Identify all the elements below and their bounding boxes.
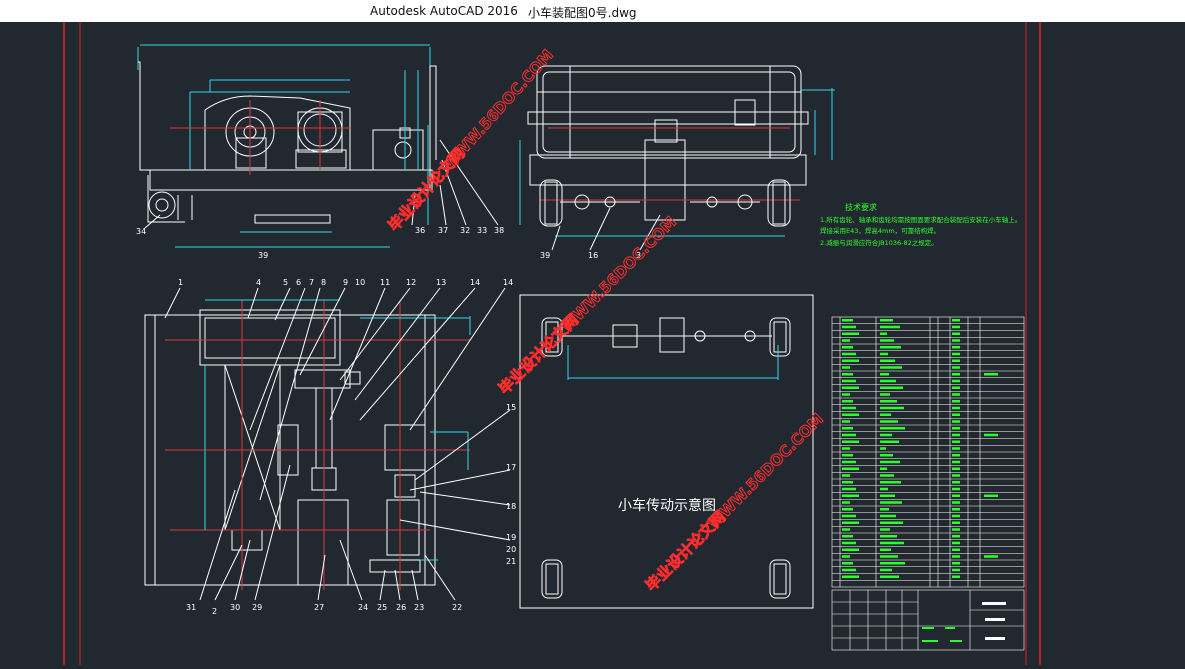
svg-text:14: 14 xyxy=(470,278,480,287)
svg-text:26: 26 xyxy=(396,603,406,612)
svg-text:5: 5 xyxy=(283,278,288,287)
plan-view xyxy=(144,287,511,601)
file-name: 小车装配图0号.dwg xyxy=(528,6,637,20)
svg-text:1.所有齿轮、轴承和齿轮均需按图面要求配合装配后安装在小车轴: 1.所有齿轮、轴承和齿轮均需按图面要求配合装配后安装在小车轴上。 xyxy=(820,215,1021,224)
svg-text:技术要求: 技术要求 xyxy=(845,202,877,212)
drawing-canvas[interactable]: 34 39 36 37 32 33 38 xyxy=(0,22,1185,665)
svg-text:17: 17 xyxy=(506,463,516,472)
title-block xyxy=(831,589,1025,651)
drawing-frame xyxy=(63,22,1041,665)
svg-text:29: 29 xyxy=(252,603,262,612)
svg-text:21: 21 xyxy=(506,557,516,566)
schematic-title: 小车传动示意图 xyxy=(618,497,716,514)
svg-text:9: 9 xyxy=(343,278,348,287)
svg-text:13: 13 xyxy=(436,278,446,287)
svg-text:39: 39 xyxy=(540,251,550,260)
svg-text:10: 10 xyxy=(355,278,365,287)
svg-text:12: 12 xyxy=(406,278,416,287)
svg-text:31: 31 xyxy=(186,603,196,612)
svg-text:焊接采用E43，焊高4mm，可靠结构焊。: 焊接采用E43，焊高4mm，可靠结构焊。 xyxy=(820,226,940,235)
svg-text:3: 3 xyxy=(636,251,641,260)
svg-text:37: 37 xyxy=(438,226,448,235)
svg-text:1: 1 xyxy=(178,278,183,287)
svg-text:38: 38 xyxy=(494,226,504,235)
svg-text:34: 34 xyxy=(136,227,146,236)
svg-text:39: 39 xyxy=(258,251,268,260)
svg-text:7: 7 xyxy=(309,278,314,287)
svg-text:24: 24 xyxy=(358,603,368,612)
transmission-schematic xyxy=(519,294,814,609)
plan-view-labels: 1 4 5 6 7 8 9 10 11 12 13 14 14 15 17 18… xyxy=(178,278,516,616)
svg-text:2.减振与润滑应符合JB1036-82之规定。: 2.减振与润滑应符合JB1036-82之规定。 xyxy=(820,238,938,247)
front-elevation-view xyxy=(137,44,499,248)
svg-text:19: 19 xyxy=(506,533,516,542)
svg-text:30: 30 xyxy=(230,603,240,612)
svg-text:WWW.56DOC.COM: WWW.56DOC.COM xyxy=(704,410,827,533)
parts-list-table xyxy=(831,316,1025,588)
svg-text:32: 32 xyxy=(460,226,470,235)
svg-text:25: 25 xyxy=(377,603,387,612)
svg-text:33: 33 xyxy=(477,226,487,235)
svg-text:14: 14 xyxy=(503,278,513,287)
title-bar: Autodesk AutoCAD 2016 小车装配图0号.dwg xyxy=(0,0,1185,22)
svg-text:8: 8 xyxy=(321,278,326,287)
svg-text:11: 11 xyxy=(380,278,390,287)
svg-text:16: 16 xyxy=(588,251,598,260)
svg-text:20: 20 xyxy=(506,545,516,554)
app-title: Autodesk AutoCAD 2016 xyxy=(370,4,518,18)
svg-text:36: 36 xyxy=(415,226,425,235)
svg-text:22: 22 xyxy=(452,603,462,612)
svg-text:6: 6 xyxy=(296,278,301,287)
svg-text:4: 4 xyxy=(256,278,261,287)
svg-text:18: 18 xyxy=(506,502,516,511)
svg-text:27: 27 xyxy=(314,603,324,612)
svg-text:15: 15 xyxy=(506,403,516,412)
svg-text:2: 2 xyxy=(212,607,217,616)
svg-text:23: 23 xyxy=(414,603,424,612)
side-elevation-labels: 39 16 3 xyxy=(540,251,641,260)
technical-requirements-note: 技术要求 1.所有齿轮、轴承和齿轮均需按图面要求配合装配后安装在小车轴上。 焊接… xyxy=(820,202,1021,247)
svg-text:WWW.56DOC.COM: WWW.56DOC.COM xyxy=(557,213,680,336)
front-elevation-labels: 34 39 36 37 32 33 38 xyxy=(136,226,504,260)
side-elevation-view xyxy=(519,65,835,251)
